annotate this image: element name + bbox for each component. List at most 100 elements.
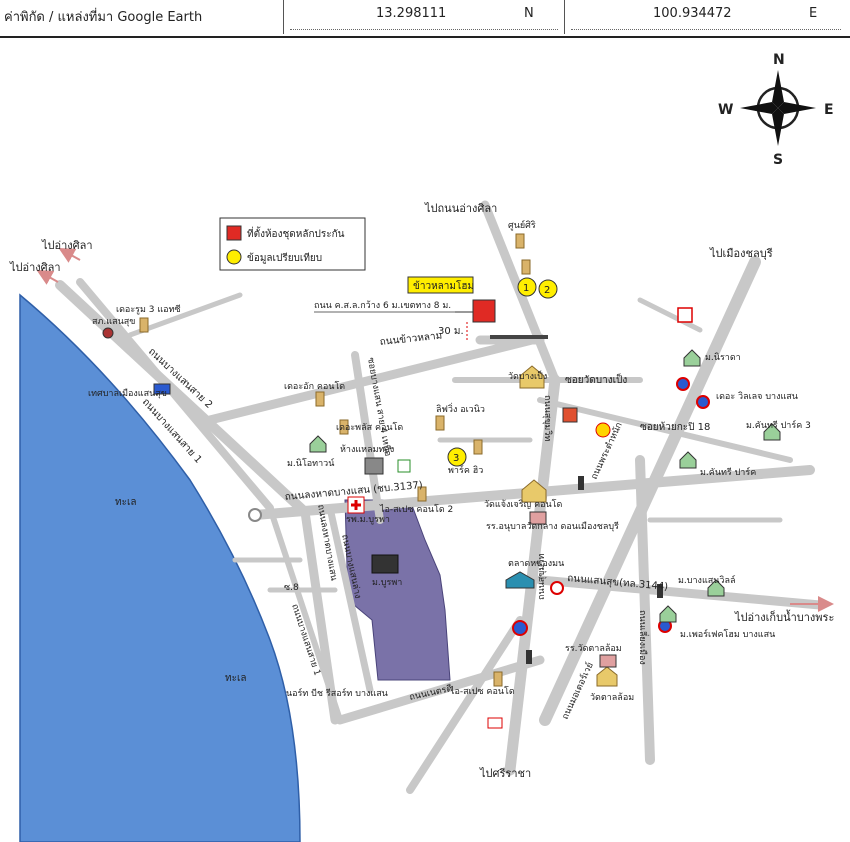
place-the-arch: เดอะอัก คอนโด xyxy=(284,381,345,392)
comparable-marker-3-label: 3 xyxy=(453,453,459,464)
arrow-angsila-2 xyxy=(36,270,59,285)
traffic-light-icon xyxy=(657,584,663,598)
university-icon xyxy=(371,554,399,574)
comparable-marker-1 xyxy=(517,277,537,297)
road-bang-saen-1 xyxy=(76,278,274,512)
traffic-light-icon xyxy=(578,476,584,490)
place-nitoway: ม.นิโอทาวน์ xyxy=(287,457,334,469)
place-municipality: เทศบาลเมืองแสนสุข xyxy=(88,388,167,399)
road-label-soi-8: ซ.8 xyxy=(284,583,299,593)
university-campus xyxy=(344,499,451,681)
building-icon xyxy=(515,233,525,249)
place-the-plus: เดอะพลัส คอนโด xyxy=(336,422,403,433)
road-label-bypass: ถนนเลี่ยงเมือง xyxy=(637,610,650,665)
longitude-value: 100.934472 xyxy=(653,6,732,21)
comparable-marker-2-label: 2 xyxy=(544,285,550,296)
place-ice-space-condo: ไอ-สเปซ คอนโด xyxy=(449,686,515,697)
ptt-icon xyxy=(676,377,690,391)
compass-west: W xyxy=(718,102,733,118)
place-wat-saeng: วัดแจ้งเจริญ คอนโด xyxy=(484,499,562,510)
direction-chonburi: ไปเมืองชลบุรี xyxy=(709,247,773,260)
road-label-khao-lam: ถนนข้าวหลาม xyxy=(379,329,443,347)
compass-east: E xyxy=(824,102,834,118)
roundabout xyxy=(248,508,262,522)
school-icon xyxy=(599,654,617,668)
place-the-room: เดอะรูม 3 แอทซี xyxy=(116,304,181,315)
road-saen-suk xyxy=(535,575,825,610)
temple-icon xyxy=(519,365,545,389)
map-legend: ที่ตั้งห้องชุดหลักประกัน ข้อมูลเปรียบเที… xyxy=(219,217,366,271)
house-icon xyxy=(659,605,677,623)
subject-marker xyxy=(472,299,496,323)
sea-label-2: ทะเล xyxy=(225,673,247,684)
subject-location[interactable]: ข้าวหลามโฮม 30 ม. ถนน ค.ส.ล.กว้าง 6 ม.เข… xyxy=(314,276,496,342)
place-the-village: เดอะ วิลเลจ บางแสน xyxy=(716,391,798,402)
place-icons xyxy=(102,233,781,729)
building-icon xyxy=(315,391,325,407)
compass-rose: N S E W xyxy=(718,52,834,168)
comparable-marker-3 xyxy=(447,447,467,467)
place-market: ตลาดหนองมน xyxy=(508,559,564,569)
location-map[interactable]: N S E W ที่ตั้งห้องชุดหลักประกัน ข้อมูลเ… xyxy=(0,37,850,842)
road-note: ถนน ค.ส.ล.กว้าง 6 ม.เขตทาง 8 ม. xyxy=(314,300,451,311)
subject-name: ข้าวหลามโฮม xyxy=(413,279,474,292)
direction-road-angsila: ไปถนนอ่างศิลา xyxy=(424,202,497,215)
warning-sign-icon xyxy=(677,307,693,323)
ptt-icon xyxy=(550,581,564,595)
subject-name-box xyxy=(407,276,474,294)
compass-south: S xyxy=(773,152,783,168)
market-icon xyxy=(505,571,535,589)
police-icon xyxy=(102,327,114,339)
road-to-sriracha xyxy=(406,616,524,794)
building-icon xyxy=(139,317,149,333)
place-niracha: ม.นิราดา xyxy=(705,352,741,363)
condo-icon xyxy=(562,407,578,423)
place-kantree: ม.คันทรี ปาร์ค xyxy=(700,466,756,478)
road-bang-saen-lane xyxy=(326,504,374,694)
shell-icon xyxy=(595,422,611,438)
road-nurest xyxy=(335,655,545,725)
mall-icon xyxy=(364,457,384,475)
road-bang-saen-1-south xyxy=(267,505,343,723)
comparable-markers[interactable]: 1 2 3 xyxy=(447,277,558,467)
legend-comparable-label: ข้อมูลเปรียบเทียบ xyxy=(247,252,322,264)
house-icon xyxy=(683,349,701,367)
road-label-soi-wat-bang-pheng: ซอยวัดบางเป็ง xyxy=(565,372,627,386)
place-lifting: ลิฟวิ่ง อเวนิว xyxy=(436,402,485,415)
latitude-direction: N xyxy=(524,6,534,21)
place-sala-siri: ศูนย์ศิริ xyxy=(508,219,536,231)
latitude-value: 13.298111 xyxy=(376,6,447,21)
road-khao-lam xyxy=(205,333,545,425)
source-label-cell: ค่าพิกัด / แหล่งที่มา Google Earth xyxy=(0,0,284,34)
legend-comparable-swatch xyxy=(226,249,242,265)
place-wat-talad-lom-temple: วัดตาลล้อม xyxy=(590,692,634,703)
direction-angsila-1: ไปอ่างศิลา xyxy=(41,239,93,252)
latitude-underline xyxy=(290,29,558,30)
place-park: พาร์ค ฮิว xyxy=(448,464,483,476)
longitude-cell: 100.934472 E xyxy=(565,0,848,34)
road-label-sukhumvit-upper: ถนนสุขุมวิท xyxy=(542,395,553,441)
latitude-cell: 13.298111 N xyxy=(284,0,565,34)
direction-reservoir: ไปอ่างเก็บน้ำบางพระ xyxy=(734,609,834,624)
source-label: ค่าพิกัด / แหล่งที่มา Google Earth xyxy=(4,10,203,25)
ptt-icon xyxy=(512,620,528,636)
railway-segment xyxy=(490,335,548,339)
direction-sriracha: ไปศรีราชา xyxy=(479,767,531,780)
place-perfect-home: ม.เพอร์เฟคโฮม บางแสน xyxy=(680,628,775,640)
building-icon xyxy=(473,439,483,455)
place-university: ม.บูรพา xyxy=(372,578,402,588)
distance-label: 30 ม. xyxy=(438,326,464,337)
ptt-icon xyxy=(696,395,710,409)
legend-subject-label: ที่ตั้งห้องชุดหลักประกัน xyxy=(247,226,345,240)
house-icon xyxy=(707,579,725,597)
coordinate-header: ค่าพิกัด / แหล่งที่มา Google Earth 13.29… xyxy=(0,0,850,38)
building-icon xyxy=(435,415,445,431)
house-icon xyxy=(679,451,697,469)
building-icon xyxy=(493,671,503,687)
place-school: รร.อนุบาลวัดกลาง ดอนเมืองชลบุรี xyxy=(486,521,619,532)
house-icon xyxy=(309,435,327,453)
school-icon xyxy=(529,511,547,525)
building-icon xyxy=(339,419,349,435)
mart-icon xyxy=(397,459,411,473)
sea-area xyxy=(19,293,301,842)
